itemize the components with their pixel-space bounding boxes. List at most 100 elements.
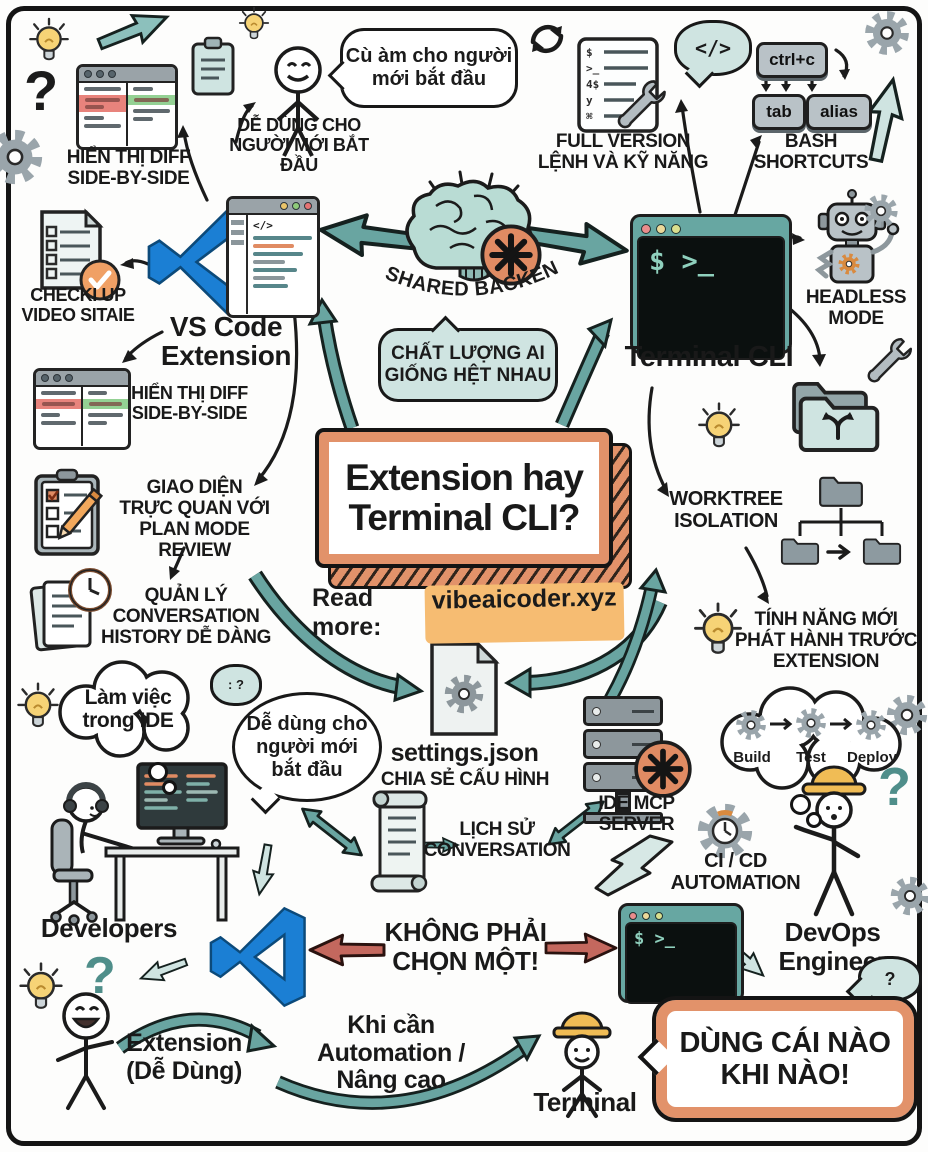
arrow-vscode-to-plan xyxy=(256,308,299,482)
key-tab: tab xyxy=(752,94,806,130)
pipeline-build-label: Build xyxy=(733,749,771,766)
command-list-icon: $ >_ 4$ y ⌘ xyxy=(577,37,666,133)
worktree-isolation-label: WORKTREE ISOLATION xyxy=(669,488,783,532)
gear-icon xyxy=(862,8,912,58)
bubble-text: Cù àm cho người mới bắt đầu xyxy=(345,45,513,90)
terminal-window: $ >_ xyxy=(630,214,792,360)
teal-arc-extension-path xyxy=(115,1012,278,1054)
final-speech-bubble: DÙNG CÁI NÀO KHI NÀO! xyxy=(637,996,918,1122)
mini-thought-bubble: : ? xyxy=(210,664,262,706)
dev-thought-cloud: Làm việc trong IDE xyxy=(56,658,200,764)
developer-desk-scene xyxy=(50,762,240,926)
question-mark: ? xyxy=(878,757,911,817)
diff-side-by-side-label: HIỂN THỊ DIFF SIDE-BY-SIDE xyxy=(66,147,191,189)
editor-gutter xyxy=(229,215,248,314)
window-titlebar xyxy=(36,371,128,387)
question-mark: ? xyxy=(84,947,116,1005)
center-question: Extension hay Terminal CLI? xyxy=(345,457,584,538)
devops-figure xyxy=(793,765,867,917)
vscode-logo xyxy=(209,906,306,1008)
code-tag: </> xyxy=(694,35,732,60)
key-ctrl-c: ctrl+c xyxy=(756,42,828,78)
documents-clock-icon xyxy=(29,568,112,652)
diff-pane-old xyxy=(36,387,81,446)
pipeline-test-label: Test xyxy=(796,749,826,766)
thought-trail-dot xyxy=(806,812,822,828)
lightbulb-icon xyxy=(238,6,270,46)
teal-swoosh-mid-left xyxy=(248,842,279,897)
diff-window xyxy=(33,368,131,450)
teal-double-arrow-left xyxy=(295,800,369,864)
beginner-figure xyxy=(274,46,322,157)
arrow-terminal-to-worktree xyxy=(647,386,668,492)
terminal-figure xyxy=(552,1011,612,1118)
center-question-box: Extension hay Terminal CLI? xyxy=(315,428,632,589)
new-features-label: TÍNH NĂNG MỚI PHÁT HÀNH TRƯỚC EXTENSION xyxy=(734,609,918,672)
terminal-prompt: $ >_ xyxy=(634,929,675,949)
happy-figure xyxy=(56,992,114,1110)
window-titlebar xyxy=(229,199,317,215)
share-config-label: CHIA SẺ CẤU HÌNH xyxy=(380,769,550,790)
scroll-icon xyxy=(370,790,428,893)
read-more-label: Read more: xyxy=(312,584,382,641)
key-alias: alias xyxy=(806,94,872,130)
read-more-row: Read more: vibeaicoder.xyz xyxy=(312,582,625,644)
lightning-arrow-icon xyxy=(594,834,674,897)
teal-arrow-left-to-settings xyxy=(248,570,425,703)
easy-for-beginners-label: DỄ DÙNG CHO NGƯỜI MỚI BẮT ĐẦU xyxy=(229,115,369,175)
terminal-screen: $ >_ xyxy=(625,922,737,1004)
beginner-bubble-text: Dễ dùng cho người mới bắt đầu xyxy=(246,712,368,781)
when-automation-label: Khi cần Automation / Nâng cao xyxy=(317,1011,465,1094)
pipeline-deploy-label: Deploy xyxy=(847,749,898,766)
beginner-bubble-2: Dễ dùng cho người mới bắt đầu xyxy=(232,692,382,815)
history-management-label: QUẢN LÝ CONVERSATION HISTORY DỄ DÀNG xyxy=(101,585,271,648)
red-arrow-right xyxy=(544,932,618,964)
window-titlebar xyxy=(79,67,175,83)
red-arrow-left xyxy=(308,933,386,967)
server-unit xyxy=(583,696,663,726)
shared-backend-arc: SHARED BACKEND xyxy=(373,245,562,301)
editor-code: </> xyxy=(248,215,317,314)
not-choose-one-label: KHÔNG PHẢI CHỌN MỘT! xyxy=(384,917,547,976)
terminal-figure-label: Terminal xyxy=(533,1087,637,1117)
headless-mode-label: HEADLESS MODE xyxy=(805,287,907,329)
diff-pane-new xyxy=(81,387,128,446)
final-bubble-text: DÙNG CÁI NÀO KHI NÀO! xyxy=(679,1026,891,1091)
thought-trail-dot xyxy=(790,794,811,815)
question-text: ? xyxy=(884,968,896,989)
asterisk-badge-icon xyxy=(632,738,694,800)
question-mark: ? xyxy=(24,59,59,122)
settings-file-icon xyxy=(430,640,500,736)
gear-icon xyxy=(888,874,928,918)
developers-label: Developers xyxy=(40,913,178,943)
teal-swoosh-bottom-left xyxy=(136,952,191,989)
full-version-label: FULL VERSION LỆNH VÀ KỸ NĂNG xyxy=(537,131,709,173)
cmd-symbol: >_ xyxy=(586,62,600,75)
lightbulb-icon xyxy=(696,402,742,456)
terminal-cli-title: Terminal CLI xyxy=(624,341,794,373)
box-face: Extension hay Terminal CLI? xyxy=(315,428,613,568)
lightbulb-icon xyxy=(16,682,60,736)
dev-thought-text: Làm việc trong IDE xyxy=(82,686,174,733)
conversation-history-label: LỊCH SỬ CONVERSATION xyxy=(423,819,571,861)
quality-bubble: CHẤT LƯỢNG AI GIỐNG HỆT NHAU xyxy=(378,315,558,402)
clipboard-icon xyxy=(191,36,235,96)
checkup-label: CHECKI UP VIDEO SITAIE xyxy=(21,285,135,325)
arrow-terminal-to-fullversion xyxy=(680,104,702,214)
terminal-prompt: $ >_ xyxy=(649,246,715,277)
check-badge-icon xyxy=(79,259,121,301)
teal-arc-terminal-path xyxy=(275,1034,542,1110)
beginner-speech-bubble: Cù àm cho người mới bắt đầu xyxy=(327,28,518,108)
teal-arrow-up-right xyxy=(555,317,614,428)
extension-easy-label: Extension (Dễ Dùng) xyxy=(126,1029,242,1085)
cmd-symbol: ⌘ xyxy=(586,110,593,123)
settings-json-title: settings.json xyxy=(390,739,539,767)
terminal-screen: $ >_ xyxy=(637,236,785,360)
diff-pane-new xyxy=(126,83,175,146)
cmd-symbol: $ xyxy=(586,46,593,59)
terminal-titlebar xyxy=(637,221,785,236)
gear-icon xyxy=(862,192,900,230)
thought-trail-dot xyxy=(148,762,168,782)
sync-icon xyxy=(530,24,564,54)
folder-tree-icon xyxy=(780,476,902,565)
